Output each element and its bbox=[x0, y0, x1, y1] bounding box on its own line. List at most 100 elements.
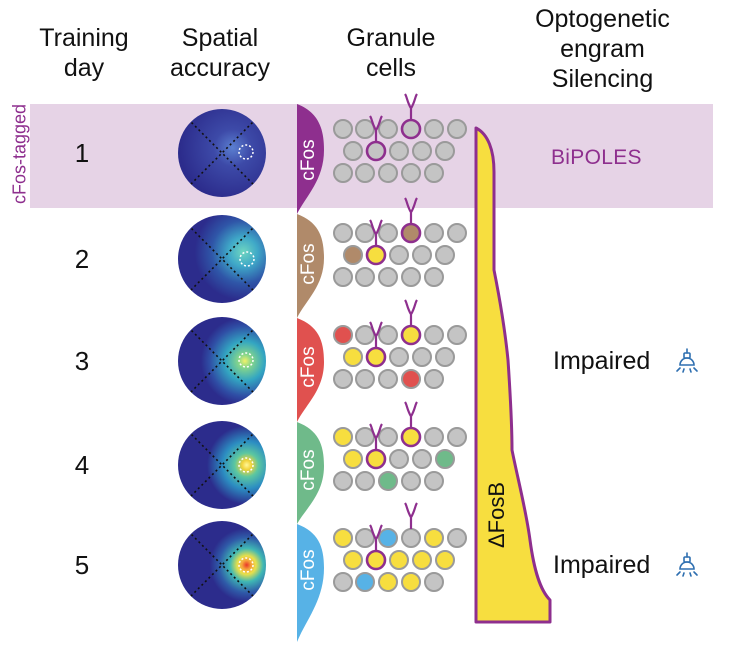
granule-cell bbox=[447, 223, 467, 243]
granule-cell bbox=[435, 347, 455, 367]
granule-cell bbox=[365, 140, 387, 162]
dendrite bbox=[404, 93, 418, 120]
header-engram-silencing: Optogenetic engram Silencing bbox=[535, 5, 670, 93]
granule-cell bbox=[447, 427, 467, 447]
maze-heatmap-day4 bbox=[178, 421, 266, 509]
granule-cell bbox=[389, 347, 409, 367]
cfos-wedge-day4: cFos bbox=[297, 422, 324, 524]
granule-cell bbox=[378, 427, 398, 447]
cfos-wedge-day1: cFos bbox=[297, 104, 324, 214]
maze-heatmap-day3 bbox=[178, 317, 266, 405]
granule-cell bbox=[343, 245, 363, 265]
granule-cell bbox=[424, 471, 444, 491]
granule-cell bbox=[400, 118, 422, 140]
cfos-wedge-day3: cFos bbox=[297, 318, 324, 422]
granule-cell bbox=[355, 528, 375, 548]
granule-cell bbox=[400, 222, 422, 244]
granule-cell bbox=[435, 141, 455, 161]
granule-cell bbox=[365, 244, 387, 266]
granule-cell bbox=[333, 163, 353, 183]
granule-cell bbox=[424, 119, 444, 139]
granule-cell bbox=[355, 163, 375, 183]
granule-cell bbox=[365, 448, 387, 470]
granule-cell bbox=[424, 572, 444, 592]
cfos-label: cFos bbox=[298, 346, 319, 387]
day-label: 4 bbox=[74, 450, 90, 480]
granule-cell bbox=[378, 163, 398, 183]
granule-cell bbox=[343, 347, 363, 367]
granule-cell bbox=[355, 471, 375, 491]
impaired-label: Impaired bbox=[553, 551, 651, 579]
granule-cell bbox=[401, 471, 421, 491]
granule-cell bbox=[424, 369, 444, 389]
granule-cell bbox=[333, 119, 353, 139]
granule-cell bbox=[355, 369, 375, 389]
dendrite bbox=[404, 502, 418, 529]
header-granule-cells: Granule cells bbox=[346, 24, 436, 82]
granule-cell bbox=[401, 572, 421, 592]
cfos-label: cFos bbox=[298, 243, 319, 284]
day-label: 5 bbox=[74, 550, 90, 580]
dendrite bbox=[404, 197, 418, 224]
granule-cell bbox=[401, 528, 421, 548]
cfos-wedge-day2: cFos bbox=[297, 214, 324, 318]
granule-cell bbox=[424, 223, 444, 243]
granule-cell bbox=[400, 426, 422, 448]
granule-cell bbox=[333, 223, 353, 243]
cfos-label: cFos bbox=[298, 139, 319, 180]
granule-cell bbox=[355, 119, 375, 139]
granule-cell bbox=[412, 449, 432, 469]
granule-cell bbox=[435, 245, 455, 265]
granule-cell bbox=[378, 572, 398, 592]
light-bulb-icon bbox=[676, 552, 698, 577]
granule-cell bbox=[378, 528, 398, 548]
granule-cell bbox=[401, 369, 421, 389]
dendrite bbox=[369, 219, 383, 246]
granule-cell bbox=[333, 325, 353, 345]
granule-cell bbox=[365, 549, 387, 571]
delta-fosb-label: ΔFosB bbox=[484, 482, 509, 548]
granule-cell bbox=[447, 119, 467, 139]
granule-cell bbox=[333, 528, 353, 548]
granule-cell bbox=[401, 267, 421, 287]
granule-cell bbox=[412, 550, 432, 570]
dendrite bbox=[404, 401, 418, 428]
granule-cell bbox=[333, 427, 353, 447]
granule-cell bbox=[435, 550, 455, 570]
granule-cell bbox=[355, 325, 375, 345]
granule-cell bbox=[400, 324, 422, 346]
granule-cell bbox=[343, 449, 363, 469]
day-label: 2 bbox=[74, 244, 90, 274]
granule-cell bbox=[333, 267, 353, 287]
cfos-label: cFos bbox=[298, 549, 319, 590]
granule-cell bbox=[355, 427, 375, 447]
granule-cell bbox=[389, 449, 409, 469]
granule-cell bbox=[424, 325, 444, 345]
granule-cell bbox=[389, 141, 409, 161]
granule-cell bbox=[412, 141, 432, 161]
granule-cell bbox=[447, 325, 467, 345]
granule-cell bbox=[355, 267, 375, 287]
header-training-day: Training day bbox=[39, 24, 129, 82]
granule-cell-grids bbox=[333, 93, 467, 592]
granule-cell bbox=[378, 471, 398, 491]
granule-cell bbox=[424, 267, 444, 287]
maze-heatmap-day1 bbox=[178, 109, 266, 197]
granule-cell bbox=[333, 369, 353, 389]
granule-cell bbox=[355, 223, 375, 243]
granule-cell bbox=[343, 550, 363, 570]
granule-cell bbox=[378, 223, 398, 243]
maze-heatmap-day2 bbox=[178, 215, 266, 303]
dendrite bbox=[369, 524, 383, 551]
dendrite bbox=[369, 115, 383, 142]
granule-cell bbox=[424, 163, 444, 183]
granule-cell bbox=[333, 572, 353, 592]
granule-cell bbox=[333, 471, 353, 491]
granule-cell bbox=[378, 267, 398, 287]
granule-cell bbox=[365, 346, 387, 368]
granule-cell bbox=[378, 119, 398, 139]
impaired-label: Impaired bbox=[553, 347, 651, 375]
granule-cell bbox=[401, 163, 421, 183]
dendrite bbox=[369, 423, 383, 450]
